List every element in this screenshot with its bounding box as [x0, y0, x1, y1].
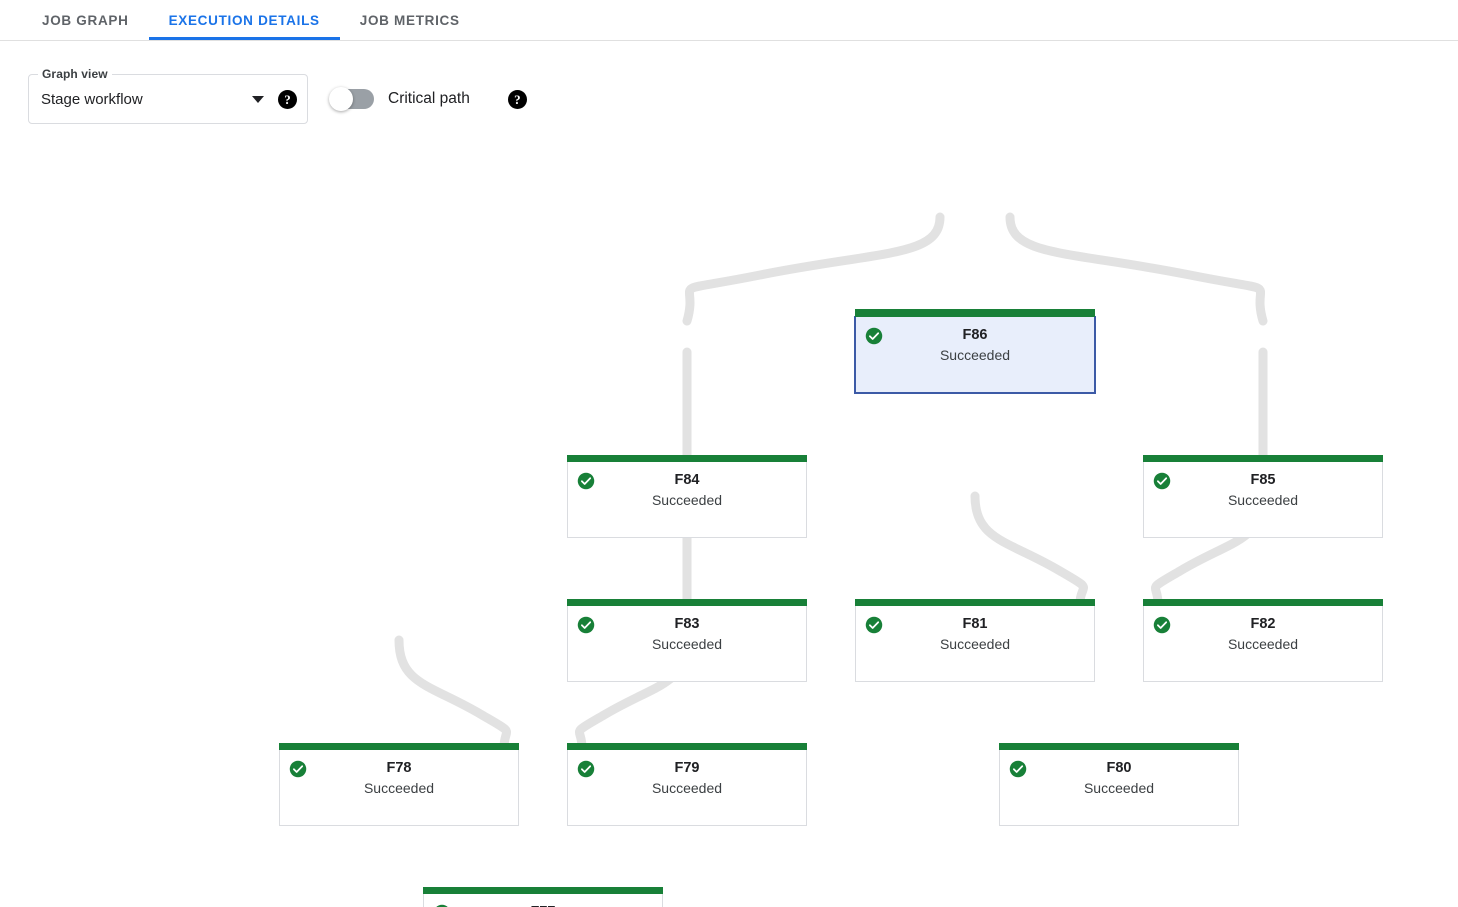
graph-node-F80[interactable]: F80 Succeeded [999, 743, 1239, 826]
node-title: F80 [1106, 760, 1132, 776]
graph-view-legend: Graph view [38, 67, 112, 81]
tab-job-metrics-label: JOB METRICS [359, 12, 460, 28]
critical-path-group: Critical path ? [329, 87, 527, 111]
critical-path-label: Critical path [388, 90, 470, 107]
check-circle-icon [1153, 472, 1171, 490]
graph-node-F77[interactable]: F77 Succeeded [423, 887, 663, 907]
node-title: F82 [1250, 616, 1276, 632]
node-status: Succeeded [939, 347, 1011, 363]
node-status: Succeeded [651, 780, 723, 796]
graph-view-help-icon[interactable]: ? [278, 89, 297, 109]
check-circle-icon [1153, 616, 1171, 634]
tab-job-metrics[interactable]: JOB METRICS [340, 0, 480, 40]
node-status: Succeeded [651, 636, 723, 652]
edge-F78-F77 [394, 635, 511, 758]
graph-node-F86[interactable]: F86 Succeeded [855, 309, 1095, 393]
chevron-down-icon[interactable] [252, 95, 264, 103]
check-circle-icon [577, 616, 595, 634]
check-circle-icon [577, 760, 595, 778]
node-status: Succeeded [939, 636, 1011, 652]
edge-F86-F85 [1005, 212, 1268, 326]
graph-node-F82[interactable]: F82 Succeeded [1143, 599, 1383, 682]
check-circle-icon [1009, 760, 1027, 778]
graph-view-selected-value: Stage workflow [41, 90, 143, 108]
edge-F81-F80 [970, 491, 1088, 614]
tab-bar: JOB GRAPH EXECUTION DETAILS JOB METRICS [0, 0, 1458, 41]
node-status: Succeeded [363, 780, 435, 796]
node-title: F79 [674, 760, 700, 776]
check-circle-icon [436, 904, 448, 907]
node-title: F81 [962, 616, 988, 632]
graph-node-F85[interactable]: F85 Succeeded [1143, 455, 1383, 538]
check-circle-icon [289, 760, 307, 778]
node-status: Succeeded [1227, 492, 1299, 508]
stage-workflow-graph: F86 Succeeded F84 Succeeded F85 Succeede… [0, 131, 1458, 907]
graph-toolbar: Graph view Stage workflow ? Critical pat… [0, 41, 1458, 131]
graph-view-select[interactable]: Graph view Stage workflow ? [28, 67, 308, 124]
node-title: F78 [386, 760, 412, 776]
node-title: F77 [424, 904, 662, 907]
graph-node-F83[interactable]: F83 Succeeded [567, 599, 807, 682]
tab-job-graph-label: JOB GRAPH [42, 12, 129, 28]
critical-path-toggle[interactable] [329, 87, 374, 111]
graph-node-F78[interactable]: F78 Succeeded [279, 743, 519, 826]
node-title: F85 [1250, 472, 1276, 488]
tab-execution-details-label: EXECUTION DETAILS [168, 12, 320, 28]
node-status: Succeeded [1083, 780, 1155, 796]
node-status: Succeeded [651, 492, 723, 508]
check-circle-icon [577, 472, 595, 490]
check-circle-icon [865, 327, 883, 345]
edge-F86-F84 [682, 212, 945, 326]
graph-node-F84[interactable]: F84 Succeeded [567, 455, 807, 538]
check-circle-icon [865, 616, 883, 634]
graph-node-F81[interactable]: F81 Succeeded [855, 599, 1095, 682]
toggle-knob [329, 87, 353, 111]
tab-execution-details[interactable]: EXECUTION DETAILS [148, 0, 340, 40]
tab-job-graph[interactable]: JOB GRAPH [22, 0, 149, 40]
node-status: Succeeded [1227, 636, 1299, 652]
node-title: F84 [674, 472, 700, 488]
critical-path-help-icon[interactable]: ? [507, 89, 527, 109]
graph-node-F79[interactable]: F79 Succeeded [567, 743, 807, 826]
node-title: F83 [674, 616, 700, 632]
node-title: F86 [962, 327, 988, 343]
